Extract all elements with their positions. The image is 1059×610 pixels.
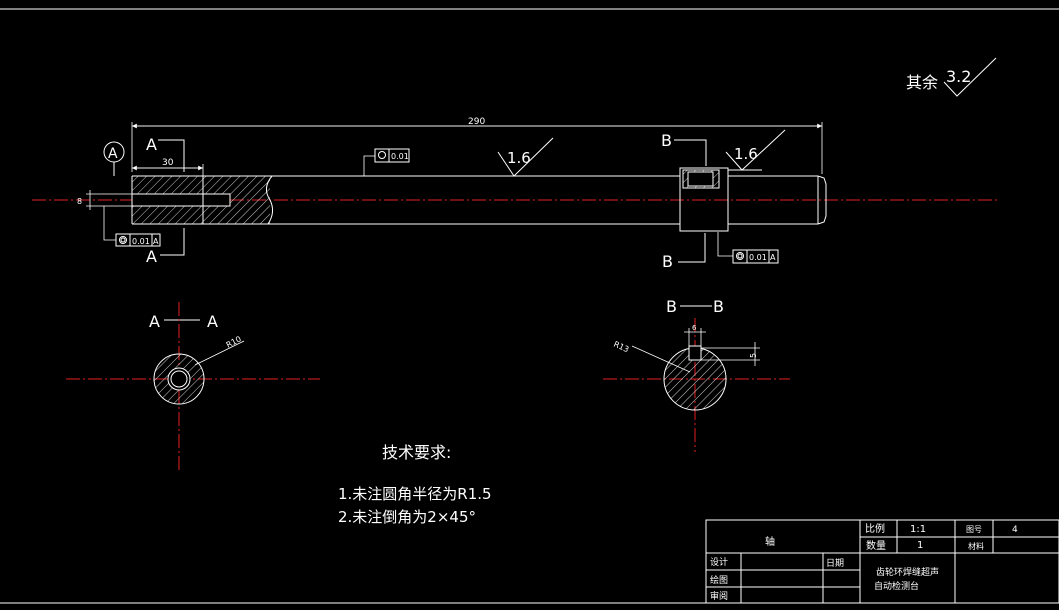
section-b-top: B [661, 131, 672, 150]
scale-label: 比例 [865, 522, 885, 535]
dim-8: 8 [77, 197, 82, 206]
dimension-left: 30 [132, 158, 204, 176]
requirement-item-2: 2.未注倒角为2×45° [338, 508, 476, 526]
tol-left-ref: A [153, 237, 159, 246]
project-line-1: 齿轮环焊缝超声 [876, 566, 939, 578]
tol-right-value: 0.01 [749, 253, 767, 262]
datum-a-letter: A [108, 146, 118, 162]
section-mark-a: A A [146, 135, 185, 266]
shaft-body [131, 167, 827, 232]
section-a-title-left: A [149, 312, 160, 331]
dim-30: 30 [162, 158, 174, 168]
tolerance-frame-left: 0.01 A [103, 206, 161, 247]
part-name: 轴 [765, 535, 775, 548]
tol-left-value: 0.01 [132, 237, 150, 246]
section-b-bottom: B [662, 252, 673, 271]
roughness-mid: 1.6 [497, 137, 554, 177]
center-bore [131, 193, 231, 207]
review-label: 审阅 [710, 590, 728, 602]
surface-roughness-note: 其余 3.2 [906, 57, 997, 97]
key-hub [679, 167, 729, 232]
section-b-radius: R13 [612, 340, 630, 355]
roughness-symbol [943, 57, 997, 97]
title-block: 轴 比例 1:1 图号 4 数量 1 材料 设计 日期 绘图 审阅 齿轮环焊缝超… [705, 519, 1059, 604]
section-a-bottom: A [146, 247, 157, 266]
section-a-title-right: A [207, 312, 218, 331]
section-a-top: A [146, 135, 157, 154]
dim-key-depth: 5 [749, 353, 758, 358]
section-b-title-right: B [713, 297, 724, 316]
design-label: 设计 [710, 556, 728, 568]
drawing-frame [0, 8, 1059, 604]
roughness-note-label: 其余 [906, 73, 938, 92]
qty-value: 1 [917, 540, 923, 551]
dimension-overall: 290 [131, 117, 823, 174]
section-mark-b: B B [661, 131, 707, 271]
dim-key-width: 6 [692, 324, 697, 332]
project-line-2: 自动检测台 [874, 580, 919, 592]
requirements-title: 技术要求: [382, 443, 451, 462]
tol-mid-value: 0.01 [391, 152, 409, 161]
material-label: 材料 [968, 541, 984, 551]
requirement-item-1: 1.未注圆角半径为R1.5 [338, 485, 492, 503]
section-b-title-left: B [666, 297, 677, 316]
roughness-mid-value: 1.6 [507, 149, 531, 167]
section-a-radius: R10 [225, 334, 243, 349]
tol-right-ref: A [770, 253, 776, 262]
roughness-right: 1.6 [725, 129, 786, 171]
datum-a: A [103, 141, 125, 176]
section-view-a: A A R10 [66, 302, 320, 472]
technical-requirements: 技术要求: 1.未注圆角半径为R1.5 2.未注倒角为2×45° [338, 443, 492, 526]
roughness-right-value: 1.6 [734, 145, 758, 163]
qty-label: 数量 [866, 539, 886, 552]
scale-value: 1:1 [910, 524, 926, 535]
draw-label: 绘图 [710, 574, 728, 586]
dimension-bore: 8 [77, 190, 132, 210]
section-view-b: B B 6 5 R13 [603, 297, 790, 452]
dim-290: 290 [468, 117, 485, 127]
drawing-no-value: 4 [1012, 525, 1018, 535]
tolerance-frame-mid: 0.01 [363, 148, 410, 176]
roughness-note-value: 3.2 [946, 67, 971, 86]
drawing-no-label: 图号 [966, 525, 982, 534]
tolerance-frame-right: 0.01 A [717, 232, 779, 264]
date-label: 日期 [826, 558, 844, 569]
